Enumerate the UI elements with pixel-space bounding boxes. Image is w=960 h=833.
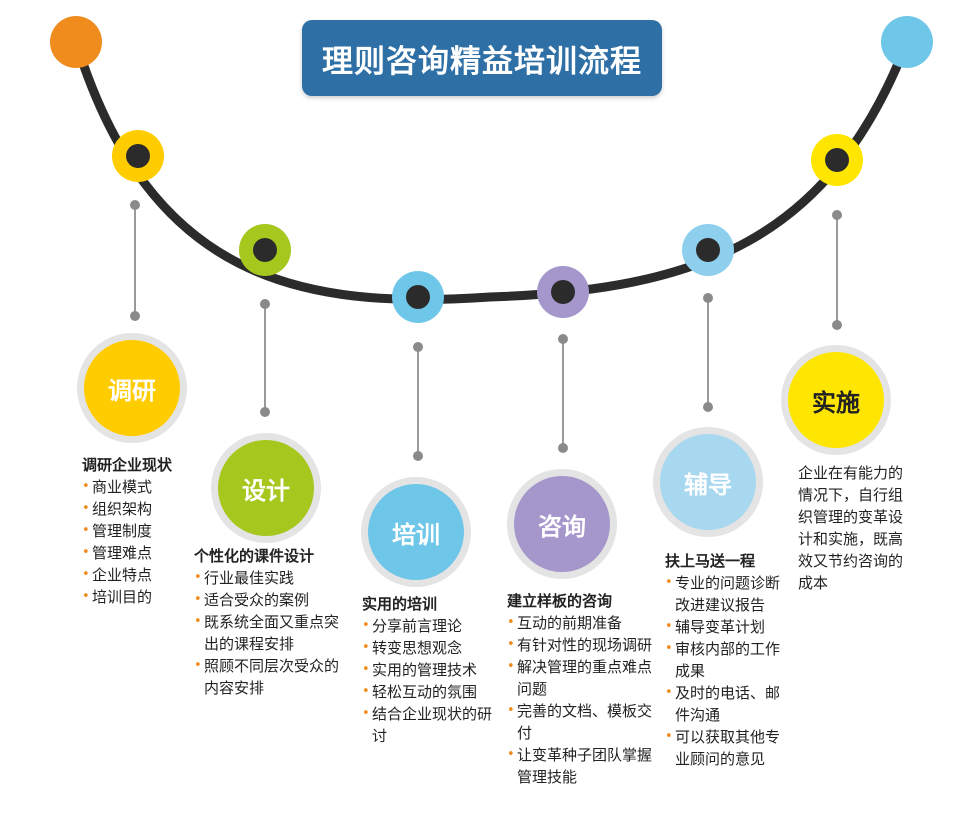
connector-dot-bottom — [832, 320, 842, 330]
list-item: 专业的问题诊断改进建议报告 — [665, 572, 789, 616]
stage-label: 调研 — [108, 376, 156, 405]
arc-node-core — [253, 238, 277, 262]
stage-block-design: 个性化的课件设计 行业最佳实践 适合受众的案例 既系统全面又重点突出的课程安排 … — [194, 545, 352, 699]
list-item: 转变思想观念 — [362, 637, 504, 659]
list-item: 辅导变革计划 — [665, 616, 789, 638]
arc-node-core — [825, 148, 849, 172]
stage-label: 实施 — [812, 388, 860, 417]
stage-label: 咨询 — [538, 512, 586, 541]
list-item: 管理制度 — [82, 520, 202, 542]
connector-dot-bottom — [558, 443, 568, 453]
list-item: 审核内部的工作成果 — [665, 638, 789, 682]
stage-circle-design: 设计 — [218, 440, 314, 536]
connector-dot-bottom — [260, 407, 270, 417]
list-item: 互动的前期准备 — [507, 612, 657, 634]
connector-dot-bottom — [413, 451, 423, 461]
stage-circle-consulting: 咨询 — [514, 476, 610, 572]
stage-circle-research: 调研 — [84, 340, 180, 436]
stage-circle-implementation: 实施 — [788, 352, 884, 448]
arc-end-left — [50, 16, 102, 68]
list-item: 轻松互动的氛围 — [362, 681, 504, 703]
stage-label: 培训 — [392, 520, 440, 549]
list-item: 有针对性的现场调研 — [507, 634, 657, 656]
stage-heading: 个性化的课件设计 — [194, 547, 315, 565]
connector-dot-bottom — [130, 311, 140, 321]
connector-dot-top — [260, 299, 270, 309]
list-item: 组织架构 — [82, 498, 202, 520]
title-banner: 理则咨询精益培训流程 — [302, 20, 662, 96]
list-item: 商业模式 — [82, 476, 202, 498]
arc-end-right — [881, 16, 933, 68]
stage-heading: 扶上马送一程 — [665, 552, 756, 570]
connector-dot-top — [832, 210, 842, 220]
list-item: 照顾不同层次受众的内容安排 — [194, 655, 352, 699]
stage-heading: 建立样板的咨询 — [507, 592, 613, 610]
arc-node-core — [126, 144, 150, 168]
stage-block-coaching: 扶上马送一程 专业的问题诊断改进建议报告 辅导变革计划 审核内部的工作成果 及时… — [665, 550, 789, 770]
arc-node-core — [551, 280, 575, 304]
list-item: 让变革种子团队掌握管理技能 — [507, 744, 657, 788]
arc-node-core — [406, 285, 430, 309]
stage-heading: 实用的培训 — [362, 595, 438, 613]
connector-dot-top — [130, 200, 140, 210]
list-item: 解决管理的重点难点问题 — [507, 656, 657, 700]
arc-node-core — [696, 238, 720, 262]
list-item: 培训目的 — [82, 586, 202, 608]
stage-block-consulting: 建立样板的咨询 互动的前期准备 有针对性的现场调研 解决管理的重点难点问题 完善… — [507, 590, 657, 788]
stage-block-research: 调研企业现状 商业模式 组织架构 管理制度 管理难点 企业特点 培训目的 — [82, 454, 202, 608]
connector-dot-bottom — [703, 402, 713, 412]
connector-dot-top — [703, 293, 713, 303]
stage-description-implementation: 企业在有能力的情况下，自行组织管理的变革设计和实施，既高效又节约咨询的成本 — [798, 464, 904, 592]
stage-heading: 调研企业现状 — [82, 456, 173, 474]
list-item: 及时的电话、邮件沟通 — [665, 682, 789, 726]
connector-dot-top — [413, 342, 423, 352]
list-item: 既系统全面又重点突出的课程安排 — [194, 611, 352, 655]
list-item: 企业特点 — [82, 564, 202, 586]
list-item: 实用的管理技术 — [362, 659, 504, 681]
stage-label: 辅导 — [684, 470, 732, 499]
list-item: 行业最佳实践 — [194, 567, 352, 589]
list-item: 完善的文档、模板交付 — [507, 700, 657, 744]
list-item: 分享前言理论 — [362, 615, 504, 637]
list-item: 可以获取其他专业顾问的意见 — [665, 726, 789, 770]
list-item: 适合受众的案例 — [194, 589, 352, 611]
stage-circle-coaching: 辅导 — [660, 434, 756, 530]
stage-block-training: 实用的培训 分享前言理论 转变思想观念 实用的管理技术 轻松互动的氛围 结合企业… — [362, 593, 504, 747]
stage-label: 设计 — [242, 476, 290, 505]
stage-circle-training: 培训 — [368, 484, 464, 580]
page-title: 理则咨询精益培训流程 — [322, 43, 642, 80]
connector-dot-top — [558, 334, 568, 344]
arc-curve — [71, 37, 912, 305]
list-item: 管理难点 — [82, 542, 202, 564]
list-item: 结合企业现状的研讨 — [362, 703, 504, 747]
